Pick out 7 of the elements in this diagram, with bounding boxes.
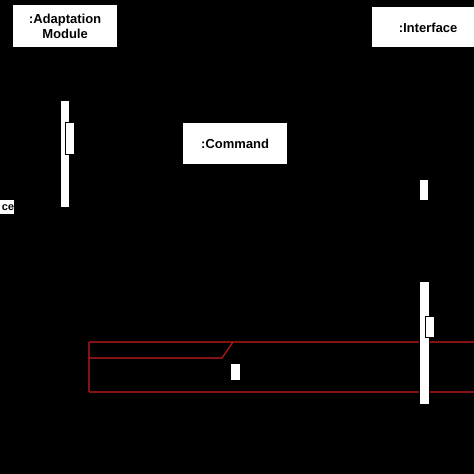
object-name: :Command bbox=[201, 136, 269, 151]
lifeline-head-box bbox=[13, 5, 117, 47]
lifeline-head-box bbox=[183, 123, 287, 164]
object-name: :Adaptation Module bbox=[28, 11, 102, 41]
lifeline-head-box bbox=[372, 7, 474, 47]
object-name: :Interface bbox=[398, 20, 458, 34]
object-name: ce bbox=[2, 200, 14, 214]
